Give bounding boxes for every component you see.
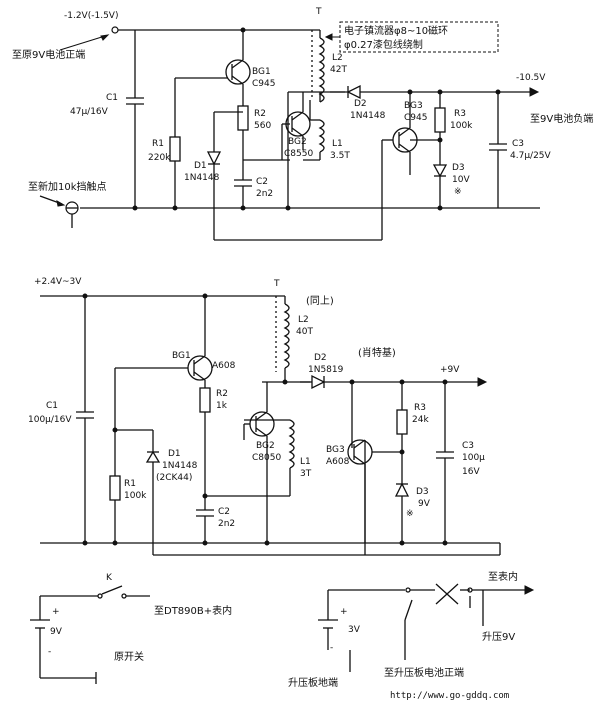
- bottom-c3-value: 100μ: [462, 453, 485, 463]
- bottom-c2-value: 2n2: [218, 519, 235, 529]
- bottom-d1-value: 1N4148: [162, 461, 198, 471]
- bottom-output-voltage: +9V: [440, 365, 460, 375]
- bottom-r2-name: R2: [216, 389, 228, 399]
- top-l1-name: L1: [332, 139, 343, 149]
- top-bg1-value: C945: [252, 79, 275, 89]
- top-l2-name: L2: [332, 53, 343, 63]
- bottom-bg3-name: BG3: [326, 445, 345, 455]
- top-d3-value: 10V: [452, 175, 470, 185]
- bottom-l1-name: L1: [300, 457, 311, 467]
- top-r1-name: R1: [152, 139, 164, 149]
- top-l1-value: 3.5T: [330, 151, 350, 161]
- battery-9v-minus: -: [48, 647, 51, 657]
- top-transformer-label: T: [315, 7, 322, 17]
- bottom-l2-value: 40T: [296, 327, 313, 337]
- top-c3-value: 4.7μ/25V: [510, 151, 552, 161]
- bottom-d1-name: D1: [168, 449, 181, 459]
- bottom-r3-name: R3: [414, 403, 426, 413]
- bottom-d3-value: 9V: [418, 499, 431, 509]
- top-c2-name: C2: [256, 177, 268, 187]
- battery-9v-plus: +: [52, 607, 60, 617]
- bottom-d1-alt: (2CK44): [156, 473, 192, 483]
- top-to-battery-positive: 至原9V电池正端: [12, 48, 85, 61]
- battery-3v-minus: -: [330, 643, 333, 653]
- bottom-input-voltage: +2.4V~3V: [34, 277, 82, 287]
- bottom-bg1-name: BG1: [172, 351, 191, 361]
- top-d2-value: 1N4148: [350, 111, 386, 121]
- top-bg3-value: C945: [404, 113, 427, 123]
- boost-battery-pos-label: 至升压板电池正端: [384, 666, 464, 679]
- top-d1-value: 1N4148: [184, 173, 220, 183]
- top-bg1-name: BG1: [252, 67, 271, 77]
- top-r2-value: 560: [254, 121, 271, 131]
- to-dt890b-label: 至DT890B+表内: [154, 604, 232, 617]
- bottom-r3-value: 24k: [412, 415, 429, 425]
- top-c1-value: 47μ/16V: [70, 107, 109, 117]
- bottom-c2-name: C2: [218, 507, 230, 517]
- bottom-c1-value: 100μ/16V: [28, 415, 72, 425]
- bottom-schottky: (肖特基): [358, 346, 396, 359]
- boost-ground-label: 升压板地端: [288, 676, 338, 689]
- top-r2-name: R2: [254, 109, 266, 119]
- bottom-transformer-label: T: [273, 279, 280, 289]
- bottom-c1-name: C1: [46, 401, 58, 411]
- bottom-bg1-value: A608: [212, 361, 236, 371]
- top-d2-name: D2: [354, 99, 367, 109]
- top-to-battery-load: 至9V电池负端: [530, 112, 593, 125]
- top-note-line2: φ0.27漆包线绕制: [344, 38, 423, 51]
- top-input-voltage: -1.2V(-1.5V): [64, 11, 118, 21]
- bottom-c3-value2: 16V: [462, 467, 480, 477]
- bottom-r1-name: R1: [124, 479, 136, 489]
- bottom-bg2-name: BG2: [256, 441, 275, 451]
- boost-9v-label: 升压9V: [482, 631, 515, 643]
- top-to-10k-contact: 至新加10k挡触点: [28, 180, 107, 193]
- bottom-circuit: [40, 293, 501, 556]
- bottom-mark: ※: [406, 509, 414, 519]
- top-d3-name: D3: [452, 163, 465, 173]
- battery-9v-label: 9V: [50, 627, 63, 637]
- top-bg2-name: BG2: [288, 137, 307, 147]
- top-c2-value: 2n2: [256, 189, 273, 199]
- top-note-line1: 电子镇流器φ8~10磁环: [344, 24, 448, 37]
- bottom-same: (同上): [306, 295, 334, 307]
- bottom-bg3-value: A608: [326, 457, 350, 467]
- top-c3-name: C3: [512, 139, 524, 149]
- input-terminal: [111, 26, 119, 34]
- top-bg3-name: BG3: [404, 101, 423, 111]
- bottom-l1-value: 3T: [300, 469, 312, 479]
- bottom-r1-value: 100k: [124, 491, 147, 501]
- battery-3v-plus: +: [340, 607, 348, 617]
- top-r3-value: 100k: [450, 121, 473, 131]
- top-mark: ※: [454, 187, 462, 197]
- top-c1-name: C1: [106, 93, 118, 103]
- to-meter-label: 至表内: [488, 570, 518, 583]
- top-circuit: [39, 21, 540, 241]
- bottom-d2-name: D2: [314, 353, 327, 363]
- top-bg2-value: C8550: [284, 149, 313, 159]
- top-d1-name: D1: [194, 161, 207, 171]
- top-r1-value: 220k: [148, 153, 171, 163]
- original-switch-label: 原开关: [114, 650, 144, 663]
- switch-wiring: [30, 583, 535, 684]
- battery-3v-label: 3V: [348, 625, 361, 635]
- top-l2-value: 42T: [330, 65, 347, 75]
- bottom-r2-value: 1k: [216, 401, 228, 411]
- top-output-voltage: -10.5V: [516, 73, 546, 83]
- switch-k-label: K: [106, 573, 113, 583]
- bottom-l2-name: L2: [298, 315, 309, 325]
- top-r3-name: R3: [454, 109, 466, 119]
- bottom-c3-name: C3: [462, 441, 474, 451]
- bottom-bg2-value: C8050: [252, 453, 281, 463]
- bottom-d3-name: D3: [416, 487, 429, 497]
- bottom-d2-value: 1N5819: [308, 365, 344, 375]
- website-label[interactable]: http://www.go-gddq.com: [390, 691, 509, 701]
